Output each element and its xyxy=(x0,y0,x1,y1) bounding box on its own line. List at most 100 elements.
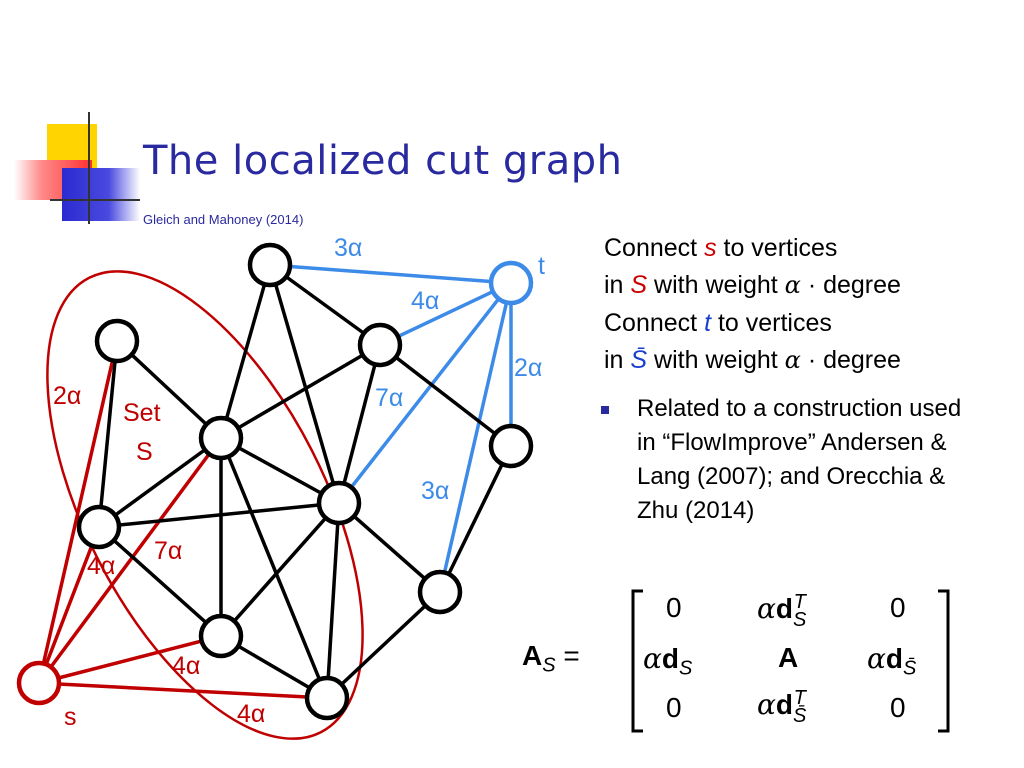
edge-t-d xyxy=(337,281,513,505)
text-run: in xyxy=(604,271,631,299)
edge-weight-label: 4α xyxy=(411,287,440,315)
graph-node xyxy=(76,504,122,550)
edge-weight-label: 7α xyxy=(154,537,183,565)
edge-internal xyxy=(97,340,119,528)
superscript-t: T xyxy=(793,590,806,613)
matrix-cell-r2c1: αdS xyxy=(643,642,692,681)
connect-line-4: in S̄ with weight α · degree xyxy=(604,346,901,375)
set-s-ellipse xyxy=(46,270,364,740)
set-label-line2: S xyxy=(136,438,153,466)
matrix-cell-r2c2: A xyxy=(778,642,798,674)
alpha-symbol: α xyxy=(784,346,801,374)
bullet-text: Related to a construction used in “FlowI… xyxy=(637,395,962,524)
left-bracket xyxy=(631,589,643,733)
edge-weight-label: 4α xyxy=(237,700,266,728)
edge-internal xyxy=(98,501,340,529)
graph-node xyxy=(316,480,362,526)
var-set-s: S xyxy=(630,271,648,299)
connect-line-2: in S with weight α · degree xyxy=(604,271,901,300)
matrix-cell-r1c1: 0 xyxy=(666,592,682,623)
adjacency-symbol: A xyxy=(778,642,799,673)
graph-nodes xyxy=(76,242,534,721)
edge-internal xyxy=(325,590,442,700)
d-symbol: d xyxy=(661,643,680,674)
edge-t-e xyxy=(438,282,513,593)
edge-internal xyxy=(378,343,513,448)
alpha-symbol: α xyxy=(757,688,776,721)
set-label-line1: Set xyxy=(123,399,161,427)
matrix-cell-r1c3: 0 xyxy=(890,592,906,623)
source-edges xyxy=(37,340,328,700)
graph-node xyxy=(198,415,244,461)
edge-internal xyxy=(268,264,341,504)
edge-weight-label: 4α xyxy=(172,652,201,680)
deco-blue-square xyxy=(62,168,140,221)
bullet-marker xyxy=(601,406,609,414)
deco-horizontal-line xyxy=(50,199,140,201)
var-t: t xyxy=(704,309,712,337)
edge-weight-label: 4α xyxy=(87,552,116,580)
edge-internal xyxy=(337,501,442,594)
edge-weight-label: 7α xyxy=(375,384,404,412)
edge-internal xyxy=(337,344,382,504)
graph-node xyxy=(357,322,403,368)
text-run: degree xyxy=(823,346,901,374)
text-run: with weight xyxy=(647,271,785,299)
edge-internal xyxy=(219,437,329,699)
equals-sign: = xyxy=(563,640,580,671)
edge-internal xyxy=(219,264,272,439)
connect-line-3: Connect t to vertices xyxy=(604,309,832,338)
text-run: Connect xyxy=(604,234,705,262)
edge-s-n1 xyxy=(37,340,119,684)
source-node-s xyxy=(16,660,62,706)
alpha-symbol: α xyxy=(757,592,776,625)
text-run: in xyxy=(604,346,631,374)
text-run: Connect xyxy=(604,309,705,337)
connect-line-1: Connect s to vertices xyxy=(604,234,837,263)
alpha-symbol: α xyxy=(784,271,801,299)
edge-t-a xyxy=(269,263,512,285)
alpha-symbol: α xyxy=(643,642,662,675)
edge-internal xyxy=(97,525,223,638)
subscript-sbar: S̄ xyxy=(793,704,807,727)
edge-weight-label: 3α xyxy=(421,477,450,505)
dot-symbol: · xyxy=(800,271,824,299)
text-run: with weight xyxy=(647,346,785,374)
graph-node xyxy=(417,569,463,615)
deco-vertical-line xyxy=(88,112,90,224)
d-symbol: d xyxy=(775,689,794,720)
edge-internal xyxy=(220,343,381,440)
var-s: s xyxy=(704,234,717,262)
slide-title: The localized cut graph xyxy=(143,138,623,184)
graph-node xyxy=(247,242,293,288)
subscript-s: S xyxy=(793,608,807,631)
edge-internal xyxy=(325,502,341,699)
edge-internal xyxy=(220,436,340,505)
matrix-cell-r2c3: αdS̄ xyxy=(867,642,916,681)
d-symbol: d xyxy=(775,593,794,624)
sink-node-t xyxy=(488,260,534,306)
var-set-sbar: S̄ xyxy=(630,346,648,374)
edge-internal xyxy=(219,501,341,638)
matrix-cell-r3c1: 0 xyxy=(666,692,682,723)
edge-t-b xyxy=(379,281,512,347)
terminal-label-t: t xyxy=(538,252,545,280)
graph-node xyxy=(198,613,244,659)
edge-s-n5 xyxy=(38,681,328,700)
subscript-s: S xyxy=(679,657,693,680)
dot-symbol: · xyxy=(800,346,824,374)
edge-internal xyxy=(438,445,513,593)
graph-node xyxy=(94,318,140,364)
matrix-lhs: AS = xyxy=(522,640,580,678)
edge-internal xyxy=(97,436,223,529)
graph-node xyxy=(488,423,534,469)
right-bracket xyxy=(938,589,950,733)
d-symbol: d xyxy=(885,643,904,674)
subscript-sbar: S̄ xyxy=(903,657,917,680)
matrix-cell-r3c3: 0 xyxy=(890,692,906,723)
edge-s-n3 xyxy=(37,526,101,684)
